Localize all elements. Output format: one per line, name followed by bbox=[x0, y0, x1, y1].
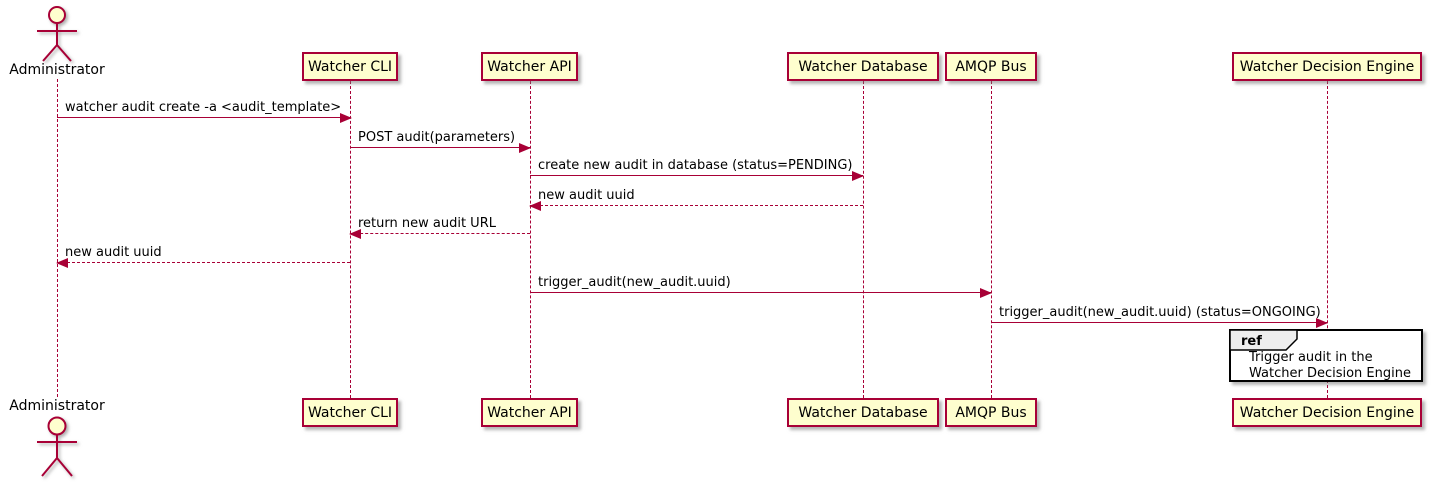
message-label: POST audit(parameters) bbox=[358, 130, 516, 145]
ref-line-1: Trigger audit in the bbox=[1249, 350, 1373, 365]
message-new-audit-uuid-db: new audit uuid bbox=[529, 188, 863, 211]
actor-label-top: Administrator bbox=[9, 62, 105, 78]
message-trigger-audit-ongoing: trigger_audit(new_audit.uuid) (status=ON… bbox=[991, 305, 1328, 328]
message-create-audit-db: create new audit in database (status=PEN… bbox=[530, 158, 864, 181]
message-label: new audit uuid bbox=[538, 188, 635, 203]
participant-watcher-decision-engine-top: Watcher Decision Engine bbox=[1232, 52, 1422, 81]
message-new-audit-uuid-admin: new audit uuid bbox=[56, 245, 350, 268]
participant-watcher-cli-bottom: Watcher CLI bbox=[302, 398, 398, 427]
ref-header: ref bbox=[1230, 330, 1298, 351]
arrowhead-left-icon bbox=[349, 228, 361, 239]
participant-watcher-cli-top: Watcher CLI bbox=[302, 52, 398, 81]
message-audit-create: watcher audit create -a <audit_template> bbox=[57, 100, 352, 123]
arrowhead-right-icon bbox=[1316, 317, 1328, 328]
participant-watcher-database-bottom: Watcher Database bbox=[787, 398, 939, 427]
message-label: trigger_audit(new_audit.uuid) (status=ON… bbox=[999, 305, 1321, 320]
message-post-audit: POST audit(parameters) bbox=[350, 130, 531, 153]
arrowhead-right-icon bbox=[852, 170, 864, 181]
message-label: create new audit in database (status=PEN… bbox=[538, 158, 853, 173]
arrowhead-right-icon bbox=[340, 112, 352, 123]
actor-icon-bottom bbox=[37, 416, 77, 477]
ref-line-2: Watcher Decision Engine bbox=[1249, 366, 1411, 381]
arrowhead-left-icon bbox=[56, 257, 68, 268]
message-trigger-audit: trigger_audit(new_audit.uuid) bbox=[530, 275, 992, 298]
arrowhead-right-icon bbox=[980, 287, 992, 298]
participant-watcher-decision-engine-bottom: Watcher Decision Engine bbox=[1232, 398, 1422, 427]
lifeline-watcher-decision-engine bbox=[1327, 81, 1328, 398]
lifeline-watcher-cli bbox=[350, 81, 351, 398]
actor-label-bottom: Administrator bbox=[9, 398, 105, 414]
actor-icon bbox=[37, 6, 77, 62]
message-label: trigger_audit(new_audit.uuid) bbox=[538, 275, 731, 290]
participant-amqp-bus-top: AMQP Bus bbox=[945, 52, 1037, 81]
message-label: return new audit URL bbox=[358, 216, 496, 231]
participant-amqp-bus-bottom: AMQP Bus bbox=[945, 398, 1037, 427]
participant-watcher-database-top: Watcher Database bbox=[787, 52, 939, 81]
participant-watcher-api-bottom: Watcher API bbox=[481, 398, 578, 427]
arrowhead-left-icon bbox=[529, 200, 541, 211]
lifeline-amqp-bus bbox=[991, 81, 992, 398]
lifeline-watcher-database bbox=[863, 81, 864, 398]
ref-fragment: ref Trigger audit in the Watcher Decisio… bbox=[1229, 329, 1423, 382]
lifeline-administrator bbox=[57, 79, 58, 397]
message-label: watcher audit create -a <audit_template> bbox=[65, 100, 342, 115]
message-label: new audit uuid bbox=[65, 245, 162, 260]
arrowhead-right-icon bbox=[519, 142, 531, 153]
participant-watcher-api-top: Watcher API bbox=[481, 52, 578, 81]
lifeline-watcher-api bbox=[530, 81, 531, 398]
ref-keyword: ref bbox=[1241, 334, 1262, 349]
message-return-audit-url: return new audit URL bbox=[349, 216, 530, 239]
